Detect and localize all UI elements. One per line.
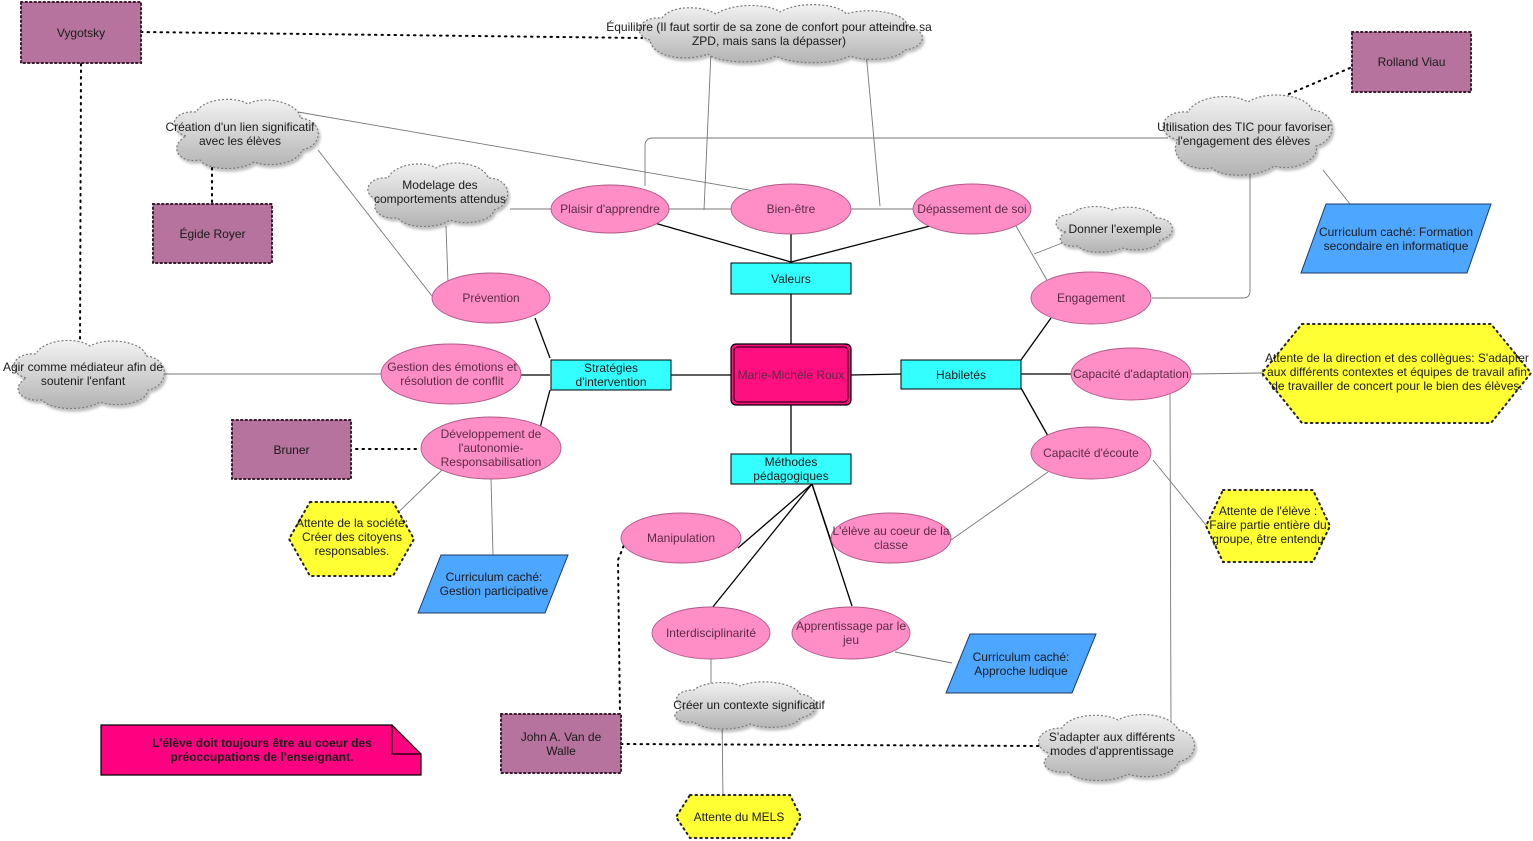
connector-manipulation-vanwalle — [616, 539, 627, 716]
box-bruner[interactable] — [231, 419, 352, 480]
ellipse-interdisciplinarite[interactable] — [651, 606, 771, 660]
connector-lien-prevention — [317, 149, 433, 297]
cloud-equilibre[interactable] — [638, 4, 923, 64]
hex-mels[interactable] — [674, 794, 803, 839]
hidden-curriculum-shapes — [417, 203, 1492, 694]
ellipse-developpement[interactable] — [420, 416, 562, 480]
connector-engagement-tic — [1152, 168, 1251, 299]
connector-adaptation-direction — [1189, 372, 1263, 375]
note-box[interactable] — [100, 724, 422, 776]
box-strategies[interactable] — [550, 359, 672, 391]
box-vygotsky[interactable] — [20, 1, 142, 64]
cloud-contexte[interactable] — [674, 681, 817, 730]
connector-vygotsky-equilibre — [140, 31, 643, 39]
connector-equilibre-plaisir — [703, 51, 712, 211]
box-valeurs[interactable] — [730, 262, 852, 295]
connector-lien-bienetre — [297, 111, 767, 194]
ellipse-engagement[interactable] — [1030, 271, 1152, 325]
ellipse-ecoute[interactable] — [1030, 426, 1152, 480]
cloud-mediateur[interactable] — [13, 339, 165, 410]
ellipse-bienetre[interactable] — [730, 183, 852, 235]
hex-direction[interactable] — [1260, 323, 1533, 424]
connector-ecoute-coeur — [950, 471, 1049, 541]
box-vanwalle[interactable] — [500, 713, 622, 774]
connector-developpement-ccgestion — [490, 477, 494, 556]
ellipse-plaisir[interactable] — [550, 184, 670, 234]
connector-methodes-interdisciplinarite — [711, 483, 813, 609]
center-node[interactable] — [730, 343, 852, 406]
author-boxes — [20, 1, 1472, 774]
connector-vanwalle-modes — [620, 743, 1044, 747]
connector-valeurs-depassement — [790, 225, 931, 263]
connector-methodes-manipulation — [737, 483, 813, 549]
connector-vygotsky-mediateur — [79, 63, 82, 345]
dotted-connector-lines — [79, 31, 1351, 747]
expectation-hexagons — [287, 323, 1533, 839]
para-cc-ludique[interactable] — [945, 633, 1097, 694]
ellipse-prevention[interactable] — [431, 272, 551, 324]
category-boxes — [550, 262, 1022, 485]
connector-valeurs-plaisir — [650, 221, 792, 263]
para-cc-gestion[interactable] — [417, 554, 569, 614]
cloud-lien[interactable] — [173, 98, 319, 170]
box-habiletes[interactable] — [900, 359, 1022, 390]
box-egide[interactable] — [152, 203, 273, 264]
connector-depassement-engagement — [1015, 225, 1049, 283]
cloud-modelage[interactable] — [367, 162, 509, 228]
connector-rolland-tic — [1267, 67, 1351, 104]
ellipse-depassement[interactable] — [912, 183, 1032, 235]
connector-modelage-prevention — [445, 225, 449, 283]
cloud-modes[interactable] — [1037, 713, 1195, 782]
box-methodes[interactable] — [730, 453, 852, 485]
connector-methodes-jeu — [811, 483, 853, 607]
ellipse-manipulation[interactable] — [620, 512, 742, 564]
ellipse-jeu[interactable] — [791, 606, 911, 660]
hex-societe[interactable] — [287, 501, 416, 577]
hex-eleve[interactable] — [1204, 489, 1332, 563]
connector-strategies-prevention — [534, 317, 551, 359]
connector-center-habiletes — [850, 373, 902, 376]
concept-ellipses — [380, 183, 1192, 660]
connector-habiletes-ecoute — [1020, 387, 1049, 437]
connector-strategies-developpement — [539, 389, 551, 429]
connector-equilibre-depassement — [865, 51, 881, 207]
connector-adaptation-modes — [1169, 389, 1172, 729]
cloud-tic[interactable] — [1162, 94, 1333, 176]
connector-lines — [521, 221, 1071, 609]
connector-tic-ccinfo — [1322, 169, 1351, 205]
connector-jeu-ccludique — [894, 651, 953, 664]
ellipse-gestion[interactable] — [380, 343, 522, 405]
ellipse-adaptation[interactable] — [1070, 347, 1192, 401]
ellipse-coeur[interactable] — [830, 512, 952, 564]
connector-plaisir-tic — [644, 137, 1168, 186]
cloud-nodes — [13, 4, 1333, 782]
para-cc-info[interactable] — [1300, 203, 1492, 274]
connector-habiletes-engagement — [1020, 317, 1052, 361]
cloud-donner[interactable] — [1055, 205, 1173, 253]
box-rolland[interactable] — [1351, 31, 1472, 93]
connector-ecoute-eleve — [1152, 459, 1211, 531]
